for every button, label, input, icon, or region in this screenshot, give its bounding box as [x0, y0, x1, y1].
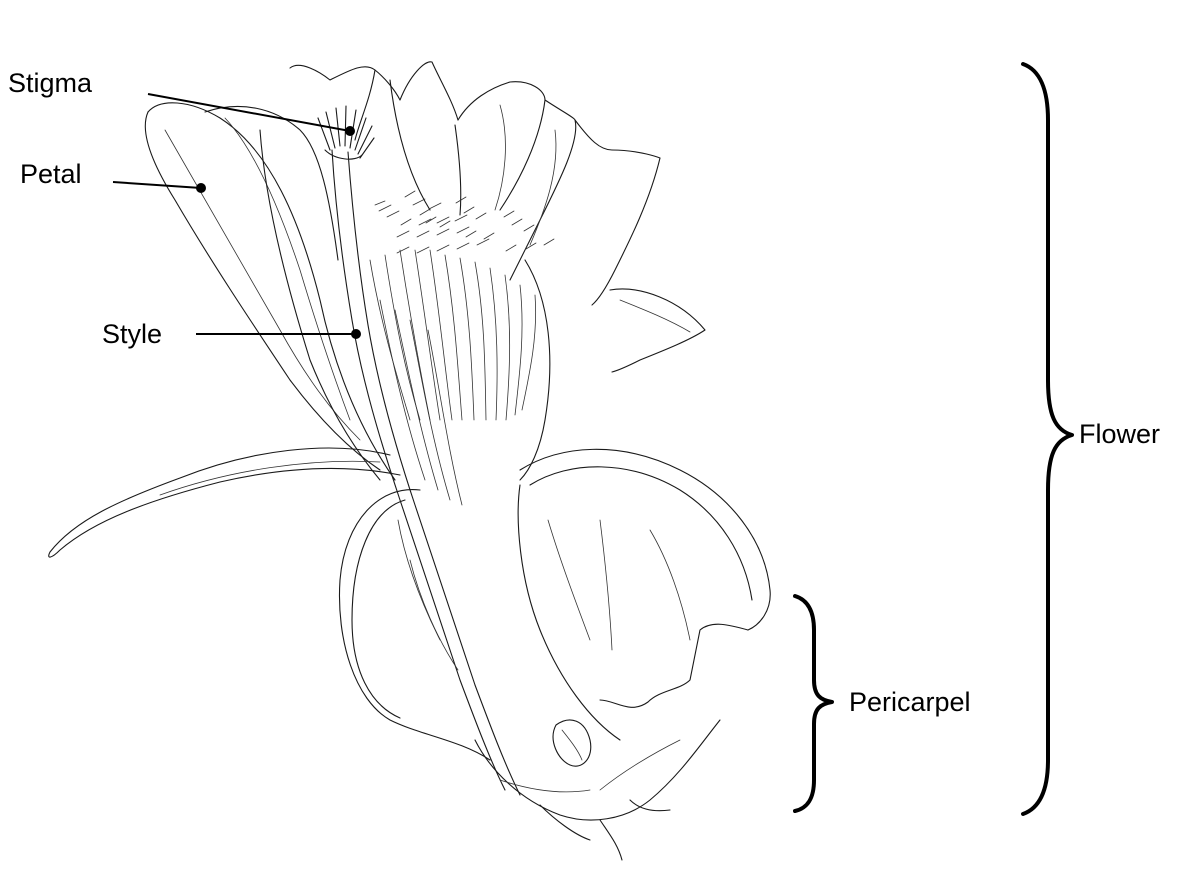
petals-top-drawing: [290, 62, 705, 372]
stamens-drawing: [370, 191, 554, 505]
flower-brace: Flower: [1023, 64, 1160, 814]
petal-leader-line: [113, 182, 201, 188]
label-petal: Petal: [20, 159, 206, 193]
stigma-pointer-dot: [345, 126, 355, 136]
label-style: Style: [102, 319, 361, 349]
pericarpel-drawing: [475, 720, 720, 860]
scale-right-drawing: [518, 449, 770, 740]
pericarpel-brace: Pericarpel: [795, 596, 971, 811]
style-drawing: [332, 150, 520, 795]
label-style-text: Style: [102, 319, 162, 349]
flower-illustration: [49, 62, 770, 860]
label-stigma: Stigma: [8, 68, 355, 136]
petal-left-drawing: [145, 103, 395, 480]
label-pericarpel-text: Pericarpel: [849, 687, 971, 717]
label-petal-text: Petal: [20, 159, 82, 189]
petal-behind-drawing: [205, 106, 380, 480]
sepal-left-drawing: [49, 448, 400, 557]
scale-left-drawing: [339, 490, 490, 760]
stigma-leader-line: [148, 94, 350, 131]
label-stigma-text: Stigma: [8, 68, 93, 98]
style-pointer-dot: [351, 329, 361, 339]
label-flower-text: Flower: [1079, 419, 1160, 449]
petal-pointer-dot: [196, 183, 206, 193]
